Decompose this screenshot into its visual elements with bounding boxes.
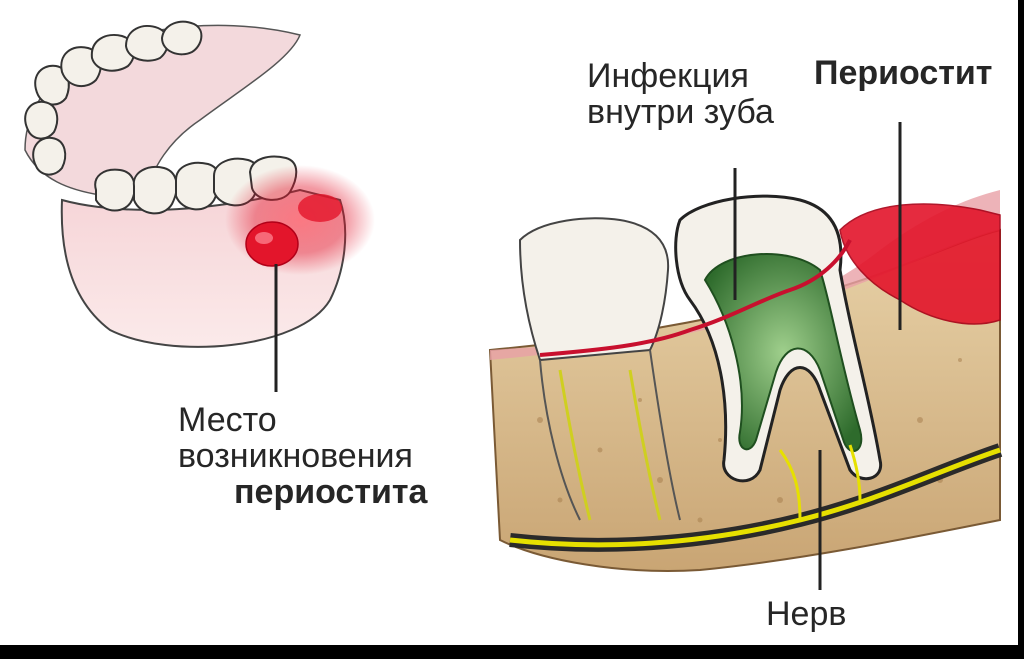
front-tooth — [518, 217, 670, 362]
periostitis-swelling — [839, 203, 1001, 325]
label-periostitis: Периостит — [814, 54, 993, 92]
inflammation-swelling — [245, 221, 299, 267]
label-infection-line1: Инфекция — [587, 57, 749, 95]
back-teeth — [24, 20, 203, 176]
infection-path — [539, 239, 852, 357]
label-infection-line2: внутри зуба — [587, 93, 774, 131]
right-border — [1018, 0, 1024, 659]
label-site-line2: возникновения — [178, 437, 413, 475]
label-nerve: Нерв — [766, 595, 847, 633]
infected-pulp — [703, 253, 863, 453]
label-site-line3: периостита — [234, 473, 428, 511]
label-site-line1: Место — [178, 401, 277, 439]
bottom-border — [0, 645, 1024, 659]
label-infection-inside-tooth: Инфекция внутри зуба — [587, 58, 774, 130]
label-periostitis-site: Место возникновения периостита — [178, 402, 427, 510]
cross-section — [488, 122, 1003, 590]
nerve — [509, 447, 1001, 548]
jaw-illustration — [24, 20, 375, 392]
front-teeth — [94, 155, 298, 215]
inflammation-glow — [225, 165, 375, 275]
